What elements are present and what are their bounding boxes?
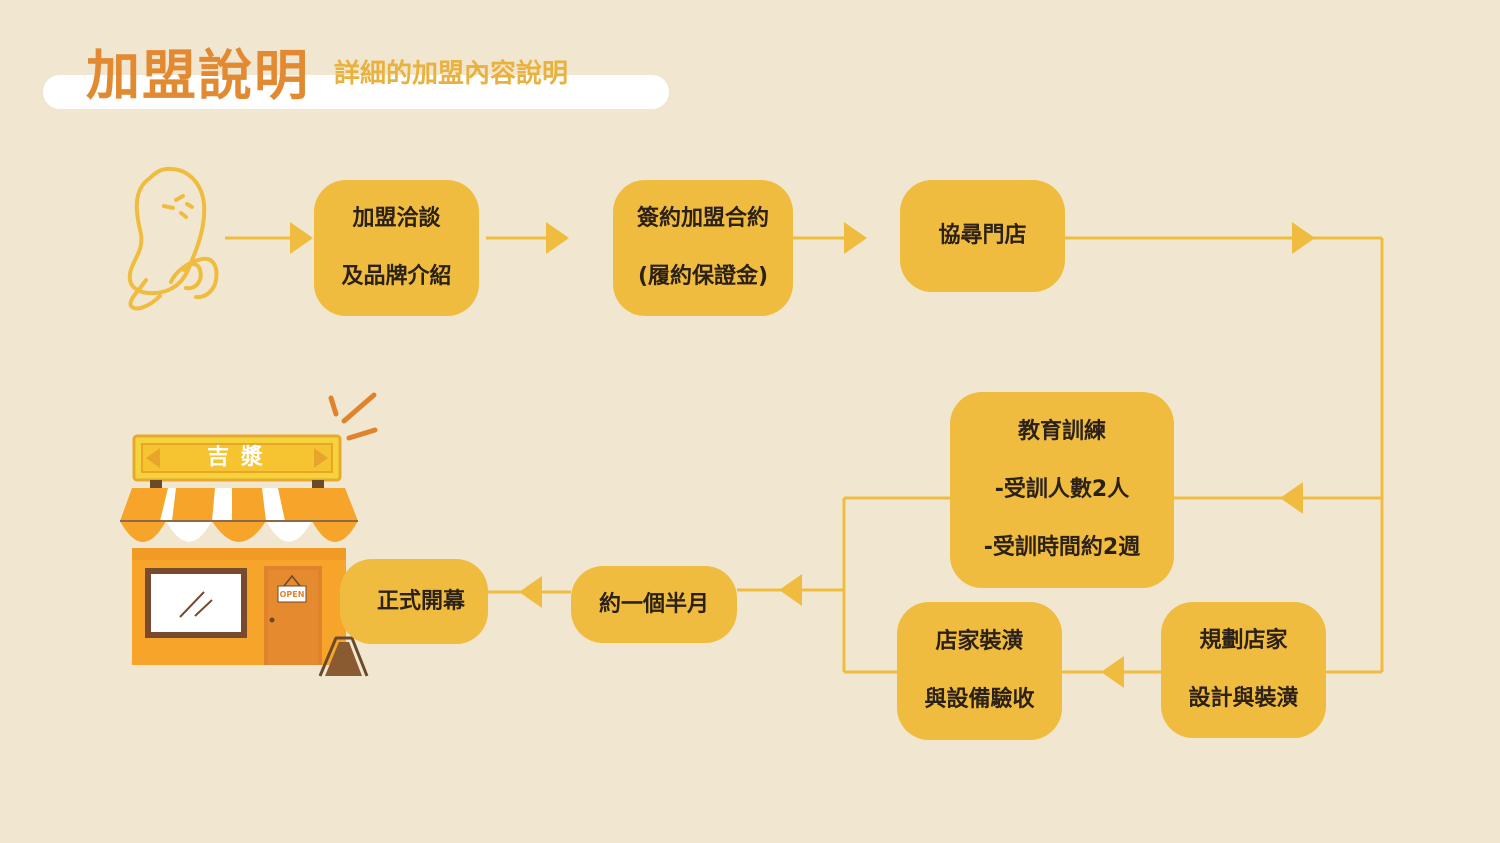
shop-sign-text: 吉 漿	[207, 445, 265, 470]
step-label: 與設備驗收	[924, 687, 1035, 712]
title-pill	[43, 75, 669, 109]
arrow-left-icon	[779, 574, 802, 606]
arrow-left-icon	[1280, 482, 1303, 514]
step-grand-opening: 正式開幕	[340, 559, 488, 644]
arrow-right-icon	[546, 222, 569, 254]
arrow-right-icon	[290, 222, 313, 254]
step-duration: 約一個半月	[571, 566, 737, 643]
step-label: (履約保證金)	[637, 264, 769, 289]
step-sign-contract: 簽約加盟合約 (履約保證金)	[613, 180, 793, 316]
page-title: 加盟說明	[86, 44, 310, 107]
step-label: -受訓時間約2週	[983, 535, 1141, 560]
step-label: 教育訓練	[1017, 419, 1106, 444]
storefront-illustration	[120, 392, 378, 677]
step-label: 及品牌介紹	[341, 264, 452, 289]
mascot-illustration	[127, 166, 219, 311]
step-store-design: 規劃店家 設計與裝潢	[1161, 602, 1326, 738]
step-label: 設計與裝潢	[1188, 686, 1299, 711]
arrow-right-icon	[1292, 222, 1315, 254]
arrow-right-icon	[844, 222, 867, 254]
step-label: 正式開幕	[376, 588, 465, 614]
step-label: 規劃店家	[1199, 628, 1288, 653]
step-franchise-consultation: 加盟洽談 及品牌介紹	[314, 180, 479, 316]
page-subtitle: 詳細的加盟內容說明	[334, 59, 569, 89]
step-label: 協尋門店	[938, 223, 1027, 248]
step-training: 教育訓練 -受訓人數2人 -受訓時間約2週	[950, 392, 1174, 588]
step-find-store: 協尋門店	[900, 180, 1065, 292]
arrow-left-icon	[519, 576, 542, 608]
step-label: 簽約加盟合約	[636, 206, 769, 231]
step-label: -受訓人數2人	[994, 477, 1130, 502]
arrow-left-icon	[1101, 656, 1124, 688]
step-label: 店家裝潢	[935, 629, 1024, 654]
step-label: 約一個半月	[598, 591, 709, 617]
door-sign-text: OPEN	[279, 590, 305, 599]
step-renovation-inspection: 店家裝潢 與設備驗收	[897, 602, 1062, 740]
step-label: 加盟洽談	[352, 206, 441, 231]
